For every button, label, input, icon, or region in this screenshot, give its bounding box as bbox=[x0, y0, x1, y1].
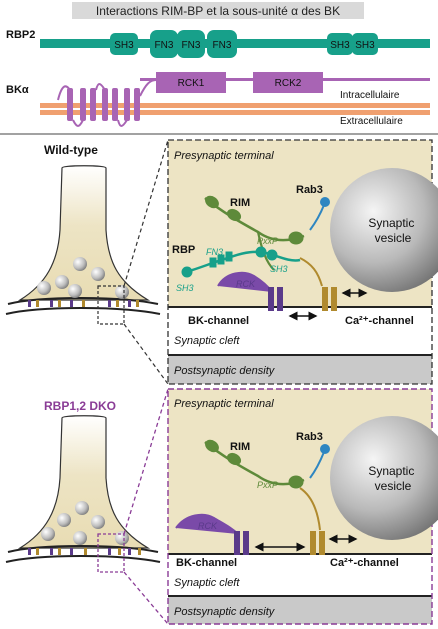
dko-ca-channel-label: Ca²⁺-channel bbox=[330, 557, 399, 569]
wt-ca-channel-tether bbox=[299, 257, 323, 287]
intracellular-label: Intracellulaire bbox=[340, 90, 400, 101]
svg-text:FN3: FN3 bbox=[213, 40, 232, 51]
wt-rab3-label: Rab3 bbox=[296, 184, 323, 196]
wt-presynaptic-terminal bbox=[5, 165, 161, 315]
wt-rbp-protein bbox=[181, 246, 301, 278]
dko-ca-channel bbox=[310, 531, 325, 555]
dko-postsynaptic-label: Postsynaptic density bbox=[174, 606, 276, 618]
condition-label-dko: RBP1,2 DKO bbox=[44, 399, 116, 413]
rbp2-domain-fn3-3: FN3 bbox=[207, 30, 237, 58]
svg-text:SH3: SH3 bbox=[330, 40, 350, 51]
dko-rab3-tether bbox=[309, 451, 325, 479]
svg-text:FN3: FN3 bbox=[182, 40, 201, 51]
wt-zoom-box bbox=[97, 285, 125, 325]
title-banner bbox=[72, 2, 364, 19]
dko-rck-domain bbox=[175, 513, 239, 535]
dko-cleft-label: Synaptic cleft bbox=[174, 577, 240, 589]
wt-zoom-line-top bbox=[123, 139, 169, 287]
wt-cleft-label: Synaptic cleft bbox=[174, 335, 240, 347]
rbp2-domain-fn3-2: FN3 bbox=[177, 30, 205, 58]
figure-title: Interactions RIM-BP et la sous-unité α d… bbox=[96, 4, 340, 18]
svg-text:SH3: SH3 bbox=[114, 40, 134, 51]
svg-text:SH3: SH3 bbox=[355, 40, 375, 51]
dko-rab3-protein bbox=[320, 444, 330, 454]
wt-synaptic-vesicle bbox=[330, 168, 438, 292]
dko-presynaptic-terminal bbox=[5, 415, 161, 563]
bk-transmembrane-helices bbox=[67, 88, 140, 121]
rbp2-label: RBP2 bbox=[6, 29, 35, 41]
dko-synaptic-vesicle bbox=[330, 416, 438, 540]
wt-sh3-label-b: SH3 bbox=[270, 264, 288, 274]
dko-rck-label: RCK bbox=[198, 521, 218, 531]
rbp2-domain-sh3-2: SH3 bbox=[327, 33, 353, 55]
svg-text:RCK2: RCK2 bbox=[275, 78, 302, 89]
wt-sh3-label-a: SH3 bbox=[176, 283, 194, 293]
svg-text:FN3: FN3 bbox=[155, 40, 174, 51]
wt-rbp-label: RBP bbox=[172, 244, 195, 256]
dko-zoom-line-bottom bbox=[123, 571, 169, 625]
dko-rim-protein bbox=[204, 439, 305, 489]
wt-rab3-protein bbox=[320, 197, 330, 207]
condition-label-wt: Wild-type bbox=[44, 143, 98, 157]
membrane-upper-leaflet bbox=[40, 103, 430, 108]
wt-fn3-label: FN3 bbox=[206, 247, 223, 257]
dko-zoom-line-top bbox=[123, 388, 169, 535]
dko-rim-label: RIM bbox=[230, 441, 250, 453]
wt-ca-channel bbox=[322, 287, 337, 311]
dko-bk-channel bbox=[234, 531, 249, 555]
bk-linker-loops bbox=[57, 79, 157, 127]
bk-rck1-domain: RCK1 bbox=[156, 72, 226, 93]
dko-pxxp-label: PxxP bbox=[257, 480, 278, 490]
wt-rim-label: RIM bbox=[230, 197, 250, 209]
dko-rab3-label: Rab3 bbox=[296, 431, 323, 443]
wt-ca-channel-label: Ca²⁺-channel bbox=[345, 315, 414, 327]
dko-ca-channel-tether bbox=[299, 487, 321, 531]
membrane-lower-leaflet bbox=[40, 110, 430, 115]
wt-pxxp-label: PxxP bbox=[257, 236, 278, 246]
wt-postsynaptic-label: Postsynaptic density bbox=[174, 365, 276, 377]
dko-zoom-box bbox=[97, 533, 125, 573]
wt-vesicle-label: Synaptic vesicle bbox=[368, 216, 417, 245]
rbp2-domain-sh3-3: SH3 bbox=[352, 33, 378, 55]
dko-bk-channel-label: BK-channel bbox=[176, 557, 237, 569]
wt-bk-channel-label: BK-channel bbox=[188, 315, 249, 327]
bk-rck2-domain: RCK2 bbox=[253, 72, 323, 93]
wt-zoom-line-bottom bbox=[123, 323, 169, 385]
wt-rck-label: RCK bbox=[236, 279, 256, 289]
dko-vesicle-label: Synaptic vesicle bbox=[368, 464, 417, 493]
dko-presynaptic-label: Presynaptic terminal bbox=[174, 398, 274, 410]
wt-rck-domain bbox=[217, 271, 273, 293]
svg-text:RCK1: RCK1 bbox=[178, 78, 205, 89]
wt-bk-channel bbox=[268, 287, 283, 311]
wt-rab3-tether bbox=[309, 204, 325, 231]
wt-presynaptic-label: Presynaptic terminal bbox=[174, 150, 274, 162]
extracellular-label: Extracellulaire bbox=[340, 116, 403, 127]
rbp2-domain-fn3-1: FN3 bbox=[150, 30, 178, 58]
rbp2-domain-sh3-1: SH3 bbox=[110, 33, 138, 55]
bk-alpha-label: BKα bbox=[6, 84, 29, 96]
